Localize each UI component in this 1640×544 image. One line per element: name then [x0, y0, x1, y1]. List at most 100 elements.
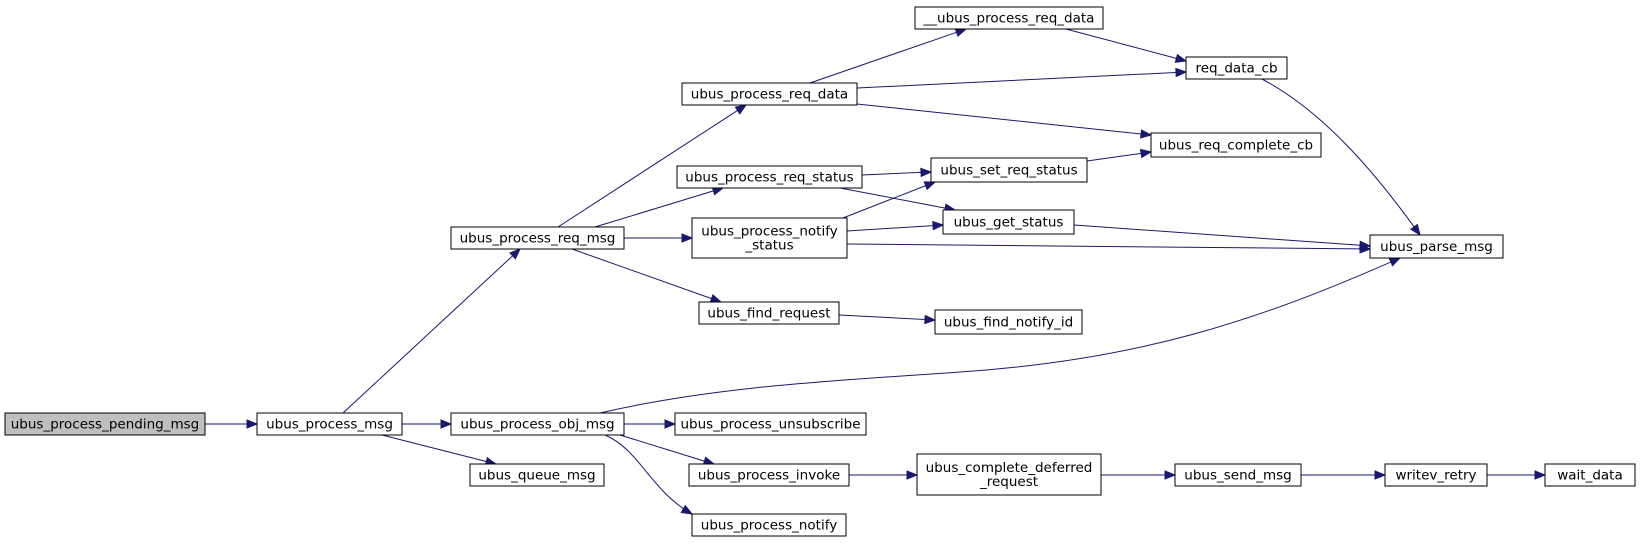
node-ubus_find_request[interactable]: ubus_find_request	[698, 301, 840, 325]
node-box	[930, 157, 1088, 183]
node-ubus_process_obj_msg[interactable]: ubus_process_obj_msg	[450, 412, 625, 436]
node-ubus_process_pending_msg[interactable]: ubus_process_pending_msg	[4, 412, 206, 436]
node-label: ubus_process_unsubscribe	[681, 417, 861, 433]
node-ubus_complete_deferred_request[interactable]: ubus_complete_deferred_request	[916, 453, 1102, 496]
node-box	[914, 6, 1104, 30]
edge-ubus_send_msg-to-writev_retry	[1301, 470, 1387, 480]
node-box	[942, 209, 1075, 235]
edge-ubus_process_req_data-to-ubus_req_complete_cb	[856, 103, 1153, 139]
edge-line	[557, 109, 738, 228]
node-ubus_parse_msg[interactable]: ubus_parse_msg	[1369, 234, 1504, 259]
node-ubus_process_notify_status[interactable]: ubus_process_notify_status	[691, 217, 848, 259]
edge-ubus_process_req_msg-to-ubus_find_request	[571, 248, 723, 303]
edge-line	[838, 314, 926, 320]
node-ubus_set_req_status[interactable]: ubus_set_req_status	[930, 157, 1088, 183]
edge-arrowhead	[1410, 223, 1421, 237]
node-wait_data[interactable]: wait_data	[1544, 463, 1636, 487]
node-box	[450, 412, 625, 436]
edge-ubus_process_pending_msg-to-ubus_process_msg	[205, 419, 259, 429]
edge-__ubus_process_req_data-to-req_data_cb	[1065, 28, 1188, 63]
edge-ubus_process_msg-to-ubus_process_req_msg	[342, 248, 521, 414]
edge-arrowhead	[509, 248, 521, 260]
node-label: ubus_process_msg	[266, 417, 393, 433]
node-label: ubus_process_notify	[701, 224, 837, 240]
edge-ubus_process_obj_msg-to-ubus_parse_msg	[599, 257, 1402, 414]
node-label: ubus_req_complete_cb	[1159, 138, 1313, 154]
edge-arrowhead	[923, 181, 937, 191]
edge-line	[1065, 28, 1177, 59]
edge-line	[594, 190, 714, 228]
node-label: req_data_cb	[1195, 61, 1277, 77]
edge-ubus_process_notify_status-to-ubus_parse_msg	[846, 243, 1372, 254]
node-label: ubus_get_status	[954, 215, 1064, 231]
node-ubus_process_notify[interactable]: ubus_process_notify	[691, 513, 847, 537]
node-label: ubus_process_req_data	[691, 87, 848, 103]
edge-arrowhead	[1388, 257, 1402, 267]
edge-arrowhead	[709, 294, 723, 303]
node-label: _request	[979, 474, 1038, 490]
node-ubus_queue_msg[interactable]: ubus_queue_msg	[469, 463, 605, 487]
edges-layer	[205, 27, 1547, 515]
edge-ubus_process_notify_status-to-ubus_set_req_status	[842, 181, 937, 219]
node-writev_retry[interactable]: writev_retry	[1384, 463, 1488, 487]
node-label: __ubus_process_req_data	[923, 11, 1095, 27]
edge-arrowhead	[1534, 470, 1547, 480]
edge-ubus_process_msg-to-ubus_queue_msg	[381, 434, 498, 466]
edge-arrowhead	[906, 470, 919, 480]
edge-line	[809, 31, 957, 84]
node-box	[916, 453, 1102, 496]
edge-ubus_complete_deferred_request-to-ubus_send_msg	[1101, 470, 1177, 480]
node-box	[1150, 132, 1322, 158]
node-label: wait_data	[1557, 468, 1623, 484]
edge-ubus_set_req_status-to-ubus_req_complete_cb	[1086, 148, 1153, 162]
edge-arrowhead	[920, 167, 933, 178]
node-label: ubus_process_notify	[701, 518, 837, 534]
node-ubus_get_status[interactable]: ubus_get_status	[942, 209, 1075, 235]
node-req_data_cb[interactable]: req_data_cb	[1185, 56, 1288, 80]
node-ubus_process_req_data[interactable]: ubus_process_req_data	[681, 82, 858, 106]
edge-arrowhead	[681, 233, 694, 243]
edge-req_data_cb-to-ubus_parse_msg	[1261, 78, 1421, 237]
edge-line	[381, 434, 487, 462]
node-box	[1369, 234, 1504, 259]
edge-writev_retry-to-wait_data	[1487, 470, 1547, 480]
edge-arrowhead	[246, 419, 259, 429]
edge-arrowhead	[1140, 129, 1153, 139]
node-box	[1544, 463, 1636, 487]
node-ubus_req_complete_cb[interactable]: ubus_req_complete_cb	[1150, 132, 1322, 158]
node-box	[4, 412, 206, 436]
node-label: ubus_queue_msg	[478, 468, 595, 484]
node-label: ubus_process_invoke	[698, 468, 840, 484]
edge-line	[1261, 78, 1421, 236]
node-ubus_find_notify_id[interactable]: ubus_find_notify_id	[934, 309, 1083, 335]
edge-ubus_process_req_status-to-ubus_set_req_status	[861, 167, 933, 178]
node-ubus_process_invoke[interactable]: ubus_process_invoke	[688, 463, 850, 487]
edge-ubus_process_obj_msg-to-ubus_process_invoke	[619, 434, 716, 466]
node-ubus_process_msg[interactable]: ubus_process_msg	[256, 412, 403, 436]
edge-line	[842, 185, 926, 219]
node-ubus_process_req_status[interactable]: ubus_process_req_status	[676, 165, 863, 189]
edge-line	[604, 434, 693, 515]
node-label: ubus_find_request	[707, 306, 830, 322]
edge-ubus_process_req_data-to-req_data_cb	[856, 67, 1188, 89]
edge-ubus_find_request-to-ubus_find_notify_id	[838, 314, 937, 325]
edge-ubus_process_notify_status-to-ubus_get_status	[846, 220, 945, 232]
node-ubus_process_unsubscribe[interactable]: ubus_process_unsubscribe	[674, 412, 867, 436]
node-ubus_send_msg[interactable]: ubus_send_msg	[1174, 463, 1302, 487]
edge-ubus_get_status-to-ubus_parse_msg	[1073, 224, 1372, 251]
edge-arrowhead	[1175, 67, 1188, 78]
node-box	[676, 165, 863, 189]
edge-arrowhead	[954, 27, 968, 37]
edge-line	[856, 103, 1142, 135]
edge-line	[846, 243, 1361, 250]
node-label: _status	[744, 238, 793, 254]
node-label: writev_retry	[1395, 468, 1476, 484]
node-label: ubus_process_pending_msg	[11, 417, 199, 433]
node-ubus_process_req_msg[interactable]: ubus_process_req_msg	[450, 226, 625, 250]
edge-ubus_process_req_msg-to-ubus_process_notify_status	[624, 233, 694, 243]
edge-line	[599, 257, 1401, 414]
node-box	[1185, 56, 1288, 80]
nodes-layer: ubus_process_pending_msg ubus_process_msg…	[4, 6, 1636, 537]
node-__ubus_process_req_data[interactable]: __ubus_process_req_data	[914, 6, 1104, 30]
